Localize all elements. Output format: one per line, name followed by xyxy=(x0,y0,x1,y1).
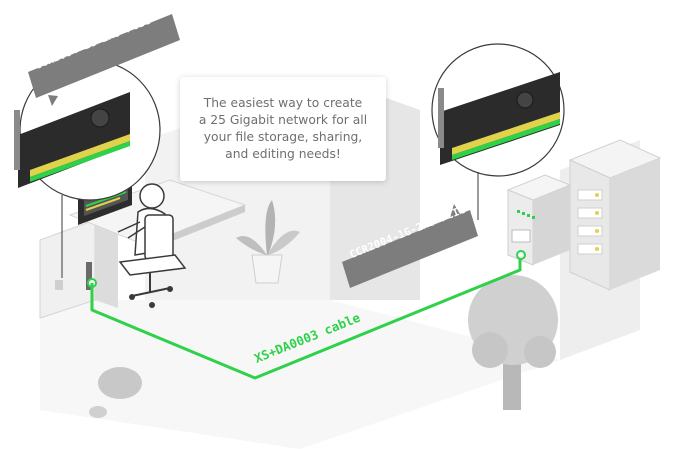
feature-note: The easiest way to create a 25 Gigabit n… xyxy=(180,77,386,181)
person-chair xyxy=(117,183,187,308)
floor xyxy=(40,300,560,449)
rock-small xyxy=(89,406,107,418)
storage-box xyxy=(506,174,572,266)
cable-line xyxy=(90,258,522,380)
left-tag-bg xyxy=(28,14,180,98)
right-card-callout xyxy=(431,43,565,220)
right-tag-pointer xyxy=(450,204,460,218)
server-rack xyxy=(568,139,662,291)
left-pc-tower xyxy=(39,219,118,319)
tree xyxy=(468,275,558,410)
feature-note-text: The easiest way to create a 25 Gigabit n… xyxy=(198,96,368,161)
left-tag-pointer xyxy=(48,95,58,106)
right-tag-bg xyxy=(342,210,478,288)
rock-large xyxy=(98,367,142,399)
plant xyxy=(236,200,300,284)
